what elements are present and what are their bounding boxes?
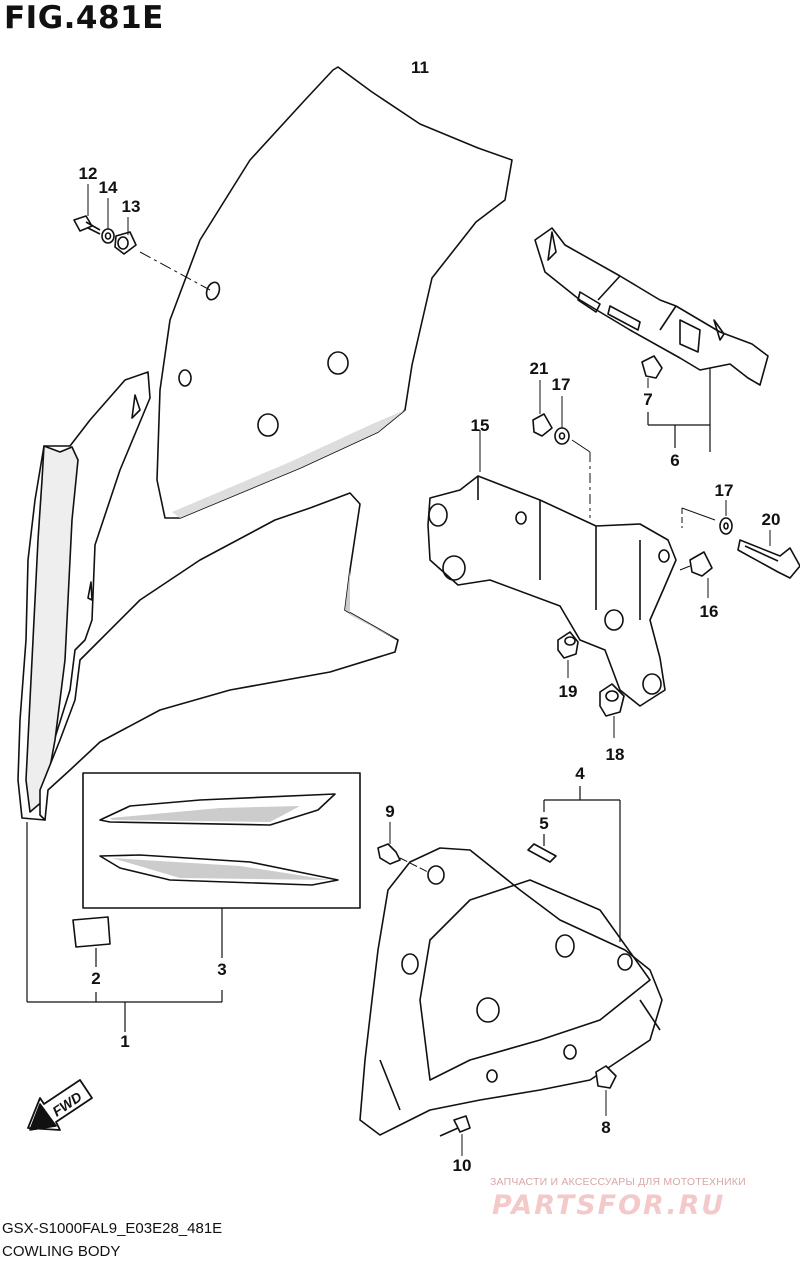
cowling-body-part-1: [17, 371, 399, 821]
figure-caption: COWLING BODY: [2, 1243, 121, 1260]
callout-9: 9: [385, 802, 395, 821]
callout-15: 15: [470, 416, 490, 435]
assembly-bracket-1: [26, 822, 223, 1032]
clip-part-8: [595, 1065, 617, 1116]
figure-title: FIG.481E: [4, 0, 164, 36]
callout-16: 16: [699, 602, 719, 621]
callout-17-side: 17: [714, 481, 734, 500]
callout-12: 12: [78, 164, 98, 183]
grommets-19-18: [557, 631, 625, 738]
decal-set-part-3: [82, 772, 361, 909]
callout-6: 6: [670, 451, 680, 470]
callout-17-upper: 17: [551, 375, 571, 394]
callout-4: 4: [575, 764, 585, 783]
callout-3: 3: [217, 960, 227, 979]
callout-14: 14: [98, 178, 118, 197]
model-code: GSX-S1000FAL9_E03E28_481E: [2, 1220, 223, 1237]
callout-7: 7: [643, 390, 653, 409]
fastener-part-9: [377, 822, 429, 873]
bracket-part-6: [534, 227, 769, 386]
bolt-washer-17-20-16: [679, 500, 800, 598]
bolt-stack-12-14-13: [73, 184, 211, 291]
callout-19: 19: [558, 682, 578, 701]
callout-11: 11: [411, 58, 429, 77]
watermark-tagline: ЗАПЧАСТИ И АКСЕССУАРЫ ДЛЯ МОТОТЕХНИКИ: [490, 1176, 746, 1188]
assembly-bracket-4: [543, 786, 621, 942]
callout-20: 20: [761, 510, 781, 529]
callout-21: 21: [529, 359, 549, 378]
clip-part-7: [641, 355, 663, 379]
callout-13: 13: [121, 197, 141, 216]
callout-18: 18: [605, 745, 625, 764]
nut-washer-21-17: [532, 380, 591, 518]
mount-bracket-part-15: [427, 475, 677, 707]
callout-10: 10: [452, 1156, 472, 1175]
callout-2: 2: [91, 969, 101, 988]
assembly-bracket-6: [647, 368, 711, 452]
windscreen-part-11: [156, 66, 513, 519]
callout-8: 8: [601, 1118, 611, 1137]
clip-part-5: [527, 843, 557, 863]
callout-5: 5: [539, 814, 549, 833]
inner-cover-part-4: [359, 847, 663, 1136]
label-part-2: [72, 916, 111, 948]
screw-part-10: [439, 1115, 471, 1156]
watermark-logo: PARTSFOR.RU: [492, 1190, 726, 1221]
fwd-arrow-icon: [27, 1079, 93, 1131]
callout-1: 1: [120, 1032, 130, 1051]
